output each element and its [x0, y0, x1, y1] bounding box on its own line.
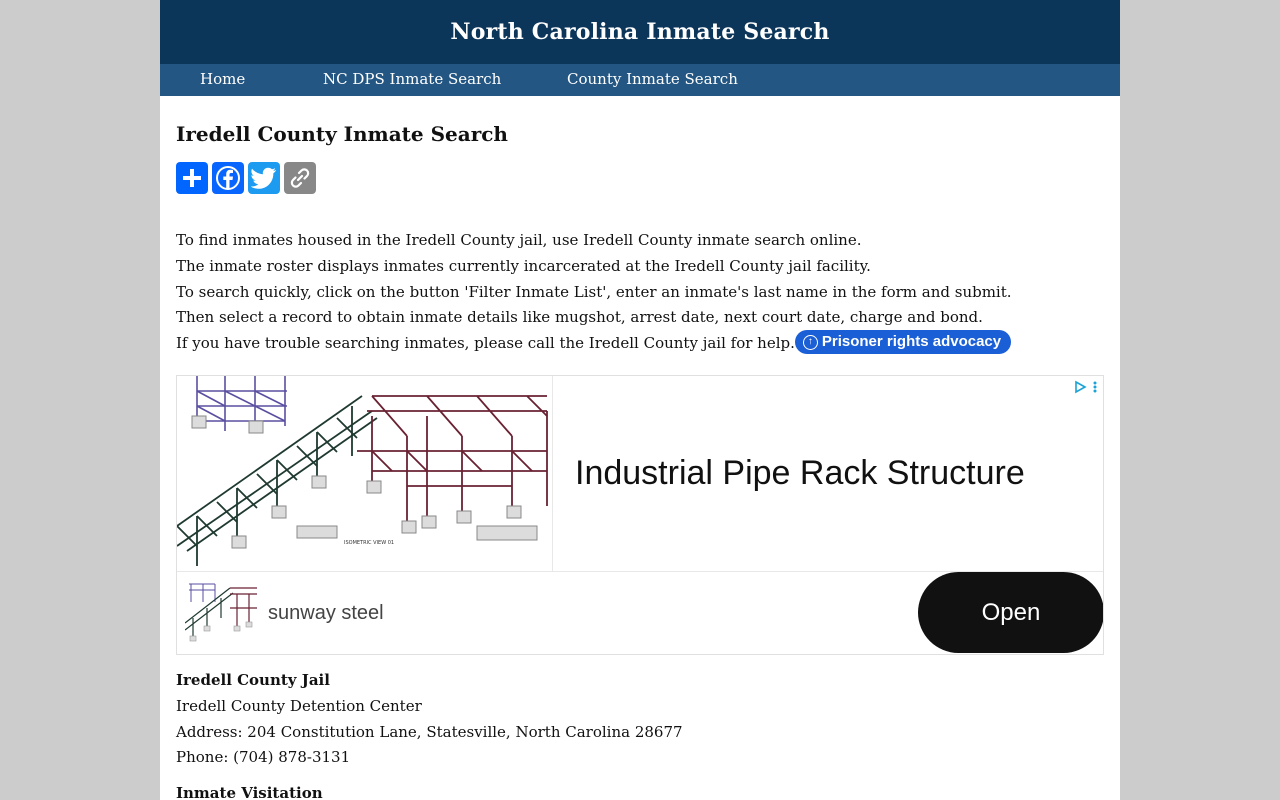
- ad-advertiser-thumbnail[interactable]: [184, 578, 257, 650]
- ad-banner[interactable]: ISOMETRIC VIEW 01 Industrial Pipe Rack S…: [176, 375, 1104, 655]
- jail-address: Address: 204 Constitution Lane, Statesvi…: [176, 722, 683, 741]
- ad-divider: [177, 571, 1103, 572]
- nav-home-link[interactable]: Home: [200, 70, 246, 88]
- ad-choices[interactable]: [1073, 380, 1097, 394]
- nav-nc-dps-link[interactable]: NC DPS Inmate Search: [323, 70, 502, 88]
- intro-line: If you have trouble searching inmates, p…: [176, 334, 795, 353]
- ad-image-caption: ISOMETRIC VIEW 01: [344, 540, 394, 546]
- copy-link-icon[interactable]: [284, 162, 316, 194]
- advocacy-chip[interactable]: ↑Prisoner rights advocacy: [794, 330, 1012, 355]
- ad-headline[interactable]: Industrial Pipe Rack Structure: [575, 454, 1025, 492]
- twitter-icon[interactable]: [248, 162, 280, 194]
- jail-info: Iredell County Jail Iredell County Deten…: [176, 668, 683, 771]
- intro-line: Then select a record to obtain inmate de…: [176, 308, 983, 327]
- intro-line: To search quickly, click on the button '…: [176, 282, 1012, 301]
- add-share-icon[interactable]: [176, 162, 208, 194]
- site-title[interactable]: North Carolina Inmate Search: [450, 19, 830, 45]
- jail-phone: Phone: (704) 878-3131: [176, 748, 351, 767]
- visitation-heading: Inmate Visitation: [176, 784, 323, 800]
- main-content: Iredell County Inmate Search To find inm…: [160, 122, 1120, 357]
- ad-image[interactable]: ISOMETRIC VIEW 01: [177, 376, 553, 571]
- nav-county-link[interactable]: County Inmate Search: [567, 70, 738, 88]
- ad-more-icon[interactable]: [1093, 380, 1097, 394]
- intro-line: The inmate roster displays inmates curre…: [176, 256, 871, 275]
- site-header: North Carolina Inmate Search: [160, 0, 1120, 64]
- intro-text: To find inmates housed in the Iredell Co…: [176, 228, 1104, 357]
- nav-bar: Home NC DPS Inmate Search County Inmate …: [160, 64, 1120, 96]
- intro-line-with-chip: If you have trouble searching inmates, p…: [176, 330, 1104, 357]
- page-title: Iredell County Inmate Search: [176, 122, 508, 146]
- facebook-icon[interactable]: [212, 162, 244, 194]
- arrow-up-circle-icon: ↑: [802, 334, 818, 350]
- ad-play-icon[interactable]: [1073, 380, 1087, 394]
- page-container: North Carolina Inmate Search Home NC DPS…: [160, 0, 1120, 800]
- ad-open-button[interactable]: Open: [918, 572, 1103, 653]
- intro-line: To find inmates housed in the Iredell Co…: [176, 231, 862, 249]
- jail-name: Iredell County Jail: [176, 671, 330, 689]
- ad-advertiser-name[interactable]: sunway steel: [268, 602, 384, 624]
- jail-facility: Iredell County Detention Center: [176, 696, 422, 715]
- advocacy-chip-label: Prisoner rights advocacy: [821, 333, 1002, 351]
- share-bar: [176, 162, 1104, 194]
